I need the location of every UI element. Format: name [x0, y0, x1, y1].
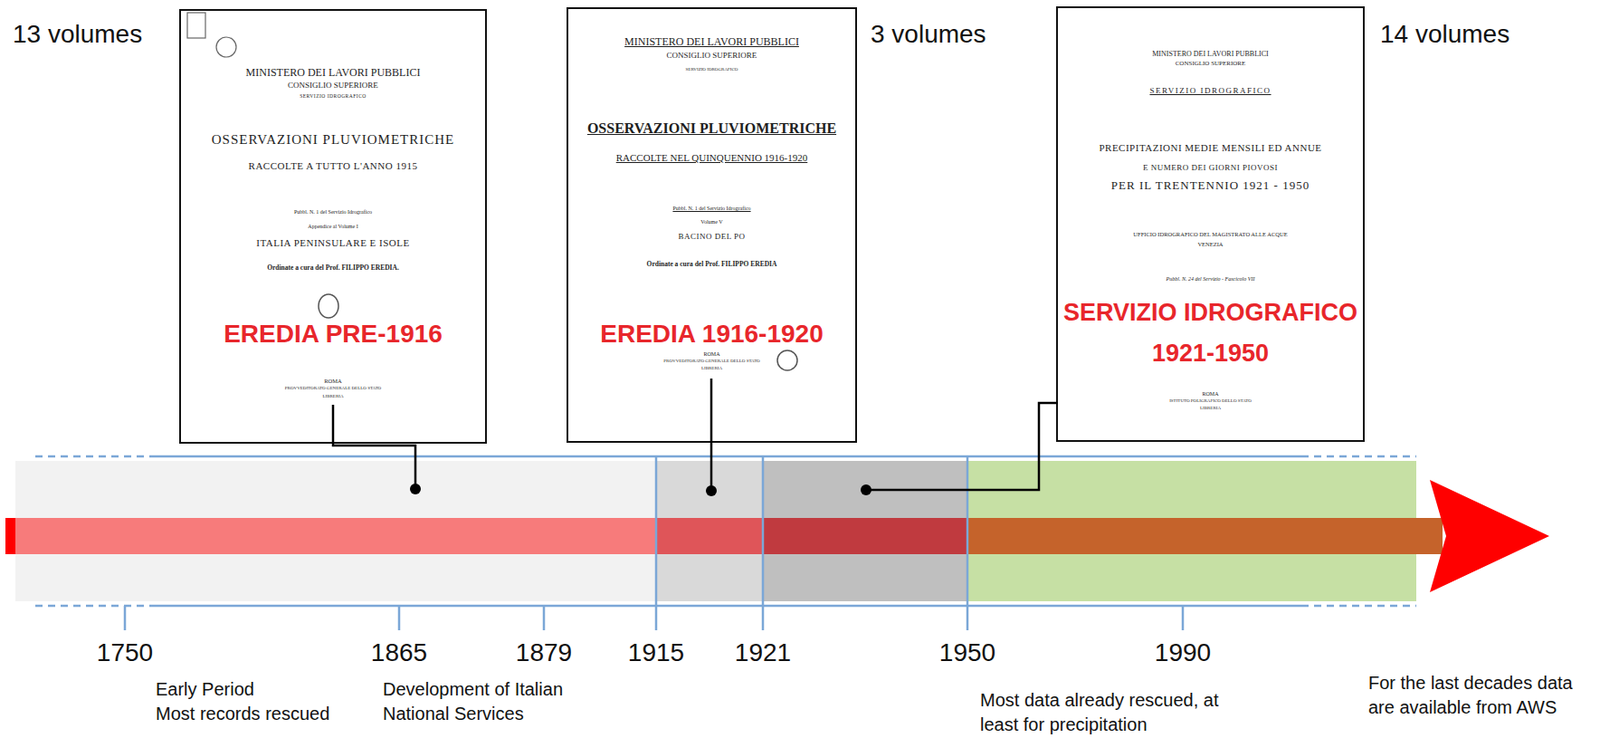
emblem [318, 294, 339, 318]
period-note: Development of Italian National Services [382, 676, 582, 726]
leader-dot [705, 485, 717, 496]
period-band [762, 460, 968, 601]
cover-text: ISTITUTO POLIGRAFICO DELLO STATO [1057, 398, 1363, 404]
cover-text: ROMA [568, 351, 856, 358]
cover-text: Pubbl. N. 1 del Servizio Idrografico [180, 209, 486, 216]
report-cover: MINISTERO DEI LAVORI PUBBLICICONSIGLIO S… [566, 7, 858, 443]
year-label: 1990 [1137, 638, 1229, 667]
year-label: 1865 [353, 638, 445, 667]
year-label: 1750 [79, 638, 171, 667]
cover-text: Ordinate a cura del Prof. FILIPPO EREDIA [568, 260, 856, 269]
emblem [777, 350, 798, 371]
timeline-bar [762, 517, 968, 554]
series-label: EREDIA PRE-1916 [167, 319, 499, 349]
timeline-bar [5, 517, 16, 554]
cover-text: VENEZIA [1057, 240, 1363, 248]
cover-text: Ordinate a cura del Prof. FILIPPO EREDIA… [180, 264, 486, 273]
volume-count: 13 volumes [12, 19, 143, 49]
report-cover: MINISTERO DEI LAVORI PUBBLICICONSIGLIO S… [179, 9, 487, 444]
period-divider [761, 456, 765, 606]
cover-text: PROVVEDITORATO GENERALE DELLO STATO [568, 358, 856, 364]
leader-line [333, 404, 416, 489]
cover-text: LIBRERIA [180, 393, 486, 400]
cover-text: Pubbl. N. 24 del Servizio - Fascicolo VI… [1057, 276, 1363, 283]
cover-text: MINISTERO DEI LAVORI PUBBLICI [1057, 49, 1363, 58]
frame-line [35, 455, 152, 458]
cover-text: BACINO DEL PO [568, 231, 856, 241]
timeline-bar [967, 517, 1443, 554]
cover-text: PROVVEDITORATO GENERALE DELLO STATO [180, 385, 486, 391]
year-label: 1879 [498, 638, 590, 667]
cover-text: E NUMERO DEI GIORNI PIOVOSI [1057, 162, 1363, 172]
cover-text: LIBRERIA [1057, 405, 1363, 411]
leader-line [710, 378, 714, 491]
cover-text: CONSIGLIO SUPERIORE [180, 80, 486, 90]
cover-text: LIBRERIA [568, 365, 856, 372]
leader-dot [860, 484, 872, 496]
archive-stamp [216, 37, 237, 58]
period-note: Most records rescued [155, 701, 330, 726]
cover-text: Appendice al Volume I [180, 223, 486, 230]
period-divider [655, 456, 658, 606]
timeline-bar [656, 517, 763, 554]
period-divider [966, 456, 970, 606]
frame-line [1301, 604, 1417, 608]
frame-line [151, 604, 1302, 608]
cover-text: OSSERVAZIONI PLUVIOMETRICHE [180, 132, 486, 148]
year-label: 1915 [610, 638, 702, 667]
period-band [656, 460, 763, 601]
report-cover: MINISTERO DEI LAVORI PUBBLICICONSIGLIO S… [1056, 6, 1365, 442]
cover-text: ITALIA PENINSULARE E ISOLE [180, 237, 486, 249]
volume-count: 14 volumes [1380, 19, 1510, 49]
period-note: For the last decades data are available … [1368, 670, 1586, 720]
cover-text: CONSIGLIO SUPERIORE [568, 50, 856, 60]
timeline-bar [15, 517, 657, 554]
year-tick [542, 605, 546, 630]
cover-text: SERVIZIO IDROGRAFICO [568, 66, 856, 73]
year-tick [655, 605, 658, 630]
series-label: SERVIZIO IDROGRAFICO 1921-1950 [1044, 292, 1377, 374]
volume-count: 3 volumes [870, 19, 987, 49]
period-band [15, 460, 657, 601]
cover-text: MINISTERO DEI LAVORI PUBBLICI [180, 66, 486, 80]
frame-line [35, 604, 152, 608]
cover-text: SERVIZIO IDROGRAFICO [180, 93, 486, 99]
frame-line [151, 455, 1302, 458]
cover-text: CONSIGLIO SUPERIORE [1057, 59, 1363, 67]
cover-text: SERVIZIO IDROGRAFICO [1057, 85, 1363, 96]
year-tick [123, 605, 127, 630]
period-note: Early Period [155, 676, 255, 702]
year-tick [761, 605, 765, 630]
leader-dot [409, 483, 421, 495]
cover-text: Volume V [568, 219, 856, 226]
cover-text: Pubbl. N. 1 del Servizio Idrografico [568, 205, 856, 212]
cover-text: ROMA [1057, 390, 1363, 398]
cover-text: UFFICIO IDROGRAFICO DEL MAGISTRATO ALLE … [1057, 230, 1363, 238]
period-note: Most data already rescued, at least for … [980, 687, 1225, 737]
year-tick [398, 605, 401, 630]
cover-text: PRECIPITAZIONI MEDIE MENSILI ED ANNUE [1057, 142, 1363, 154]
year-label: 1921 [717, 638, 809, 667]
series-label: EREDIA 1916-1920 [554, 319, 869, 349]
cover-text: ROMA [180, 377, 486, 384]
year-label: 1950 [922, 638, 1013, 667]
frame-line [1301, 455, 1417, 458]
cover-text: MINISTERO DEI LAVORI PUBBLICI [568, 36, 856, 49]
archive-stamp [187, 12, 206, 39]
cover-text: OSSERVAZIONI PLUVIOMETRICHE [568, 120, 856, 137]
year-tick [966, 605, 970, 630]
band-frame [35, 456, 1417, 630]
year-tick [1181, 605, 1185, 630]
cover-text: PER IL TRENTENNIO 1921 - 1950 [1057, 179, 1363, 193]
leader-line [866, 402, 1058, 490]
cover-text: RACCOLTE NEL QUINQUENNIO 1916-1920 [568, 152, 856, 164]
cover-text: RACCOLTE A TUTTO L'ANNO 1915 [180, 160, 486, 172]
timeline-arrowhead [1429, 479, 1550, 592]
